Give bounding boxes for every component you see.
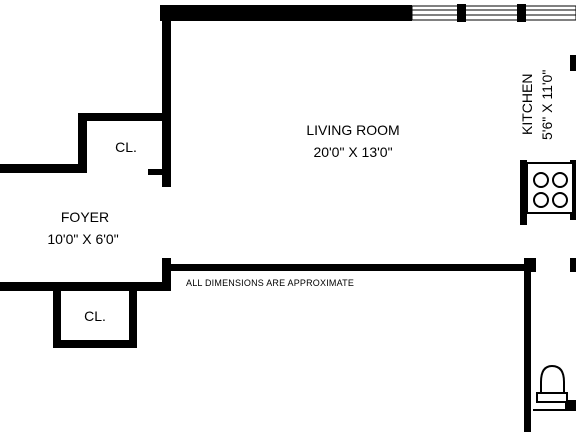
wall-bath-left [524, 258, 531, 432]
window-mullion-2 [517, 4, 526, 22]
wall-closet-top [78, 113, 170, 121]
wall-top [160, 5, 412, 21]
wall-closet2-bottom [53, 340, 137, 348]
wall-closet-door-stub [148, 169, 170, 175]
wall-closet-left [78, 113, 87, 173]
wall-living-left-lower [162, 258, 171, 291]
wall-living-left-upper [162, 5, 171, 187]
closet-upper-label: CL. [115, 139, 137, 155]
walls [0, 5, 576, 432]
wall-right-stub [570, 258, 576, 272]
wall-kitchen-left-lower [520, 160, 527, 225]
stove-icon [526, 162, 574, 214]
kitchen-label: KITCHEN [519, 73, 535, 135]
wall-kitchen-top-right [570, 55, 576, 71]
living-room-dims: 20'0" X 13'0" [313, 144, 393, 160]
foyer-label: FOYER [60, 209, 110, 225]
wall-closet2-left [53, 282, 61, 348]
wall-bath-inner [565, 400, 576, 410]
living-room-label: LIVING ROOM [306, 122, 400, 138]
wall-foyer-top [0, 164, 87, 173]
foyer-dims: 10'0" X 6'0" [47, 231, 119, 247]
closet-lower-label: CL. [84, 308, 106, 324]
wall-foyer-bottom [0, 282, 164, 291]
toilet-icon [536, 364, 568, 403]
window-mullion-1 [457, 4, 466, 22]
window [411, 4, 576, 22]
wall-living-bottom [162, 264, 526, 271]
wall-closet2-right [129, 282, 137, 348]
approximate-note: ALL DIMENSIONS ARE APPROXIMATE [186, 278, 355, 288]
wall-bath-left-stub [524, 258, 536, 272]
kitchen-dims: 5'6" X 11'0" [539, 69, 555, 140]
